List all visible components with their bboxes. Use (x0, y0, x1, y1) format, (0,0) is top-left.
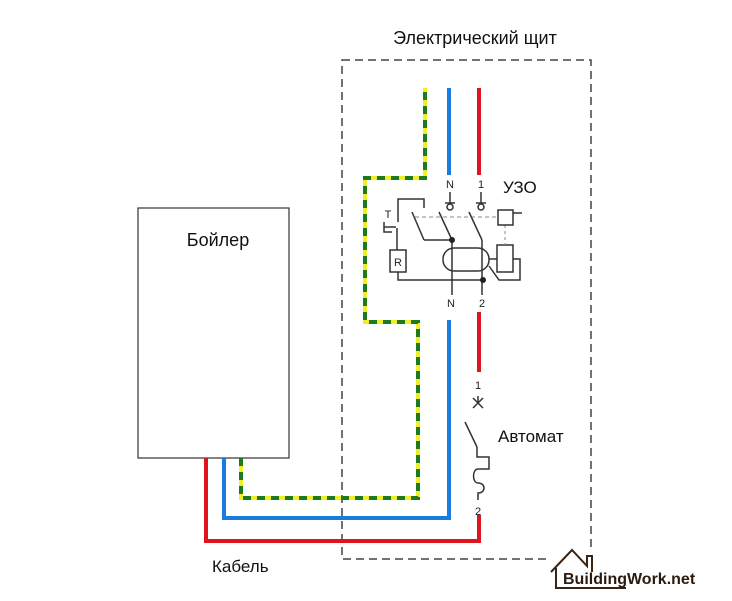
svg-text:T: T (385, 209, 392, 221)
svg-text:1: 1 (475, 380, 481, 392)
rcd-label: УЗО (503, 178, 537, 197)
cable-label: Кабель (212, 557, 269, 576)
site-logo: BuildingWork.net (550, 548, 732, 601)
boiler-box (137, 207, 290, 459)
neutral-wire (222, 88, 451, 520)
svg-text:R: R (394, 257, 402, 269)
rcd-symbol: N 1 T R N 2 (383, 179, 522, 310)
svg-text:2: 2 (479, 298, 485, 310)
circuit-breaker-symbol: 1 2 (464, 380, 490, 518)
svg-text:2: 2 (475, 506, 481, 518)
svg-text:1: 1 (478, 179, 484, 191)
ground-wire (239, 88, 427, 500)
panel-title: Электрический щит (393, 28, 557, 48)
boiler-label: Бойлер (187, 230, 249, 250)
logo-text: BuildingWork.net (563, 571, 696, 588)
svg-text:N: N (446, 179, 454, 191)
breaker-label: Автомат (498, 427, 564, 446)
svg-text:N: N (447, 298, 455, 310)
electrical-panel-outline (341, 59, 592, 560)
phase-wire (204, 88, 481, 543)
